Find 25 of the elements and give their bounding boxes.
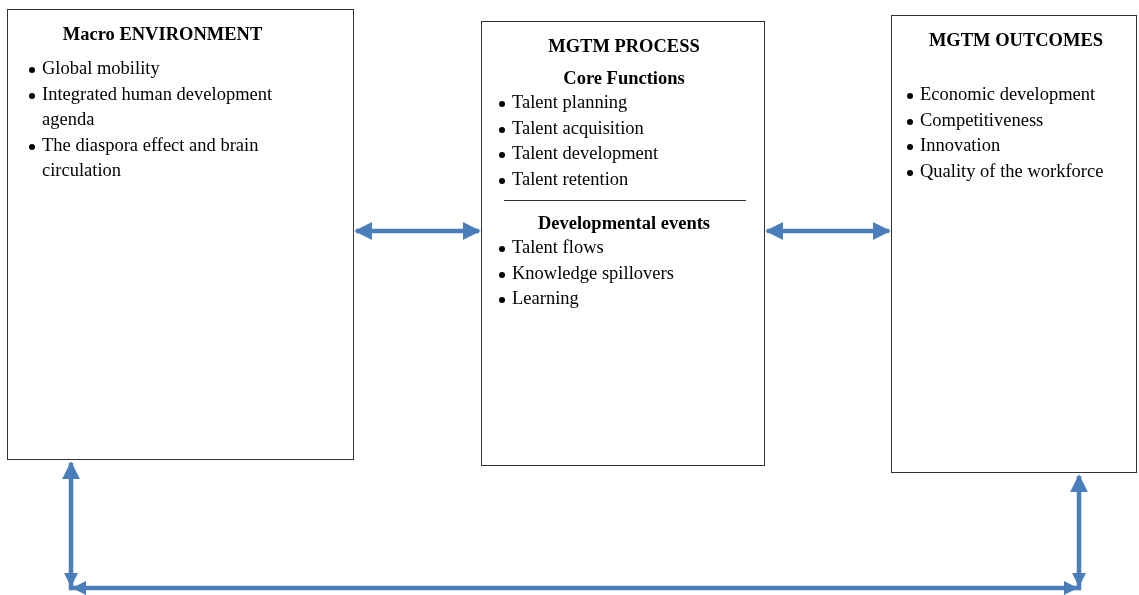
bullet-item: Knowledge spillovers (492, 260, 756, 286)
bullet-item: Competitiveness (900, 107, 1132, 133)
bullet-item: Economic development (900, 82, 1132, 108)
bullet-item: Talent flows (492, 235, 756, 261)
bullet-item: Talent development (492, 141, 756, 167)
bullet-item: Global mobility (22, 56, 303, 82)
double-arrow (354, 222, 481, 240)
box-heading: MGTM PROCESS (547, 35, 701, 58)
bullet-item: The diaspora effect and brain circulation (22, 132, 303, 184)
section-heading: Core Functions (562, 67, 686, 90)
bullet-item: Talent retention (492, 166, 756, 192)
bullet-item: Innovation (900, 133, 1132, 159)
text-box (481, 21, 765, 466)
text-box (891, 15, 1137, 473)
bullet-item: Integrated human development agenda (22, 81, 303, 133)
section-heading: Developmental events (536, 212, 712, 235)
box-heading: Macro ENVIRONMENT (61, 23, 264, 46)
bullet-item: Talent acquisition (492, 115, 756, 141)
bullet-item: Quality of the workforce (900, 158, 1132, 184)
double-arrow (62, 461, 1088, 591)
text-box (7, 9, 354, 460)
bullet-item: Learning (492, 286, 756, 312)
bullet-item: Talent planning (492, 90, 756, 116)
box-heading: MGTM OUTCOMES (927, 29, 1105, 52)
double-arrow (765, 222, 891, 240)
